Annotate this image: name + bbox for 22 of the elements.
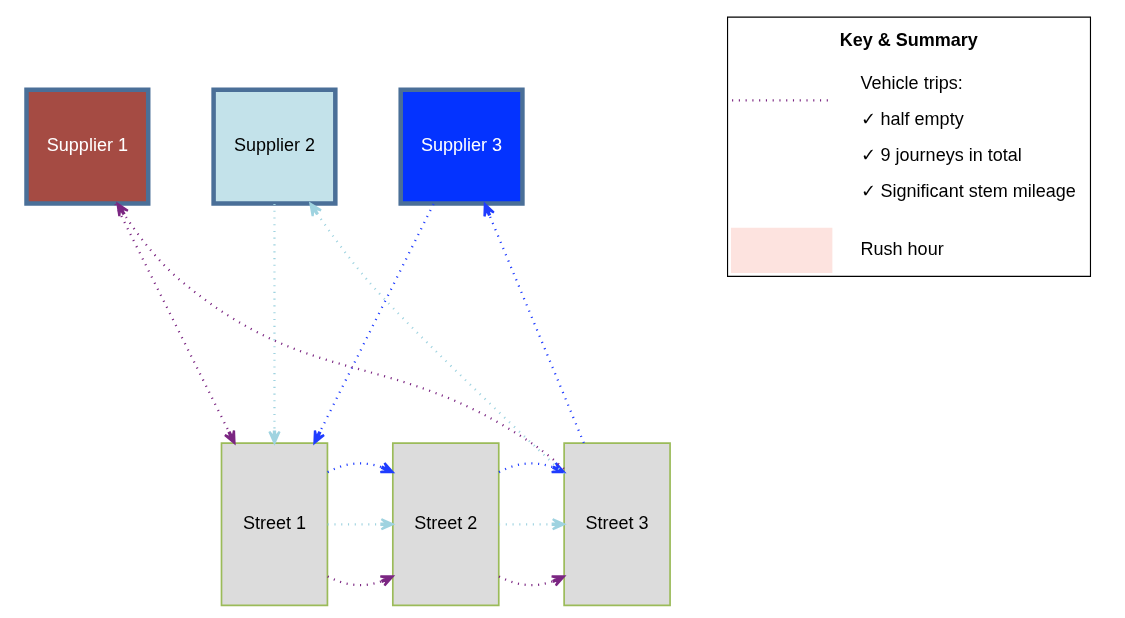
node-box: Street 3	[562, 442, 671, 607]
label: ✓ half empty	[860, 109, 964, 130]
arrow	[498, 518, 565, 531]
arrow	[267, 204, 281, 445]
legend-label: Vehicle trips:	[860, 72, 963, 93]
arrow	[327, 518, 394, 531]
node-box: Street 2	[391, 442, 500, 607]
arrow	[115, 202, 565, 470]
arrow	[312, 203, 435, 445]
arrow	[326, 575, 394, 587]
arrow	[326, 461, 394, 474]
node-box: Supplier 1	[23, 87, 150, 206]
arrow	[497, 575, 565, 587]
arrow	[482, 202, 585, 444]
label: Key & Summary	[839, 30, 978, 51]
label: ✓ 9 journeys in total	[860, 145, 1022, 166]
label: ✓ Significant stem mileage	[860, 181, 1076, 202]
node-box: Supplier 2	[210, 87, 338, 206]
node-box: Supplier 3	[397, 87, 525, 206]
node-box: Street 1	[220, 442, 328, 607]
arrow	[113, 203, 236, 445]
legend-label: Rush hour	[860, 238, 944, 259]
